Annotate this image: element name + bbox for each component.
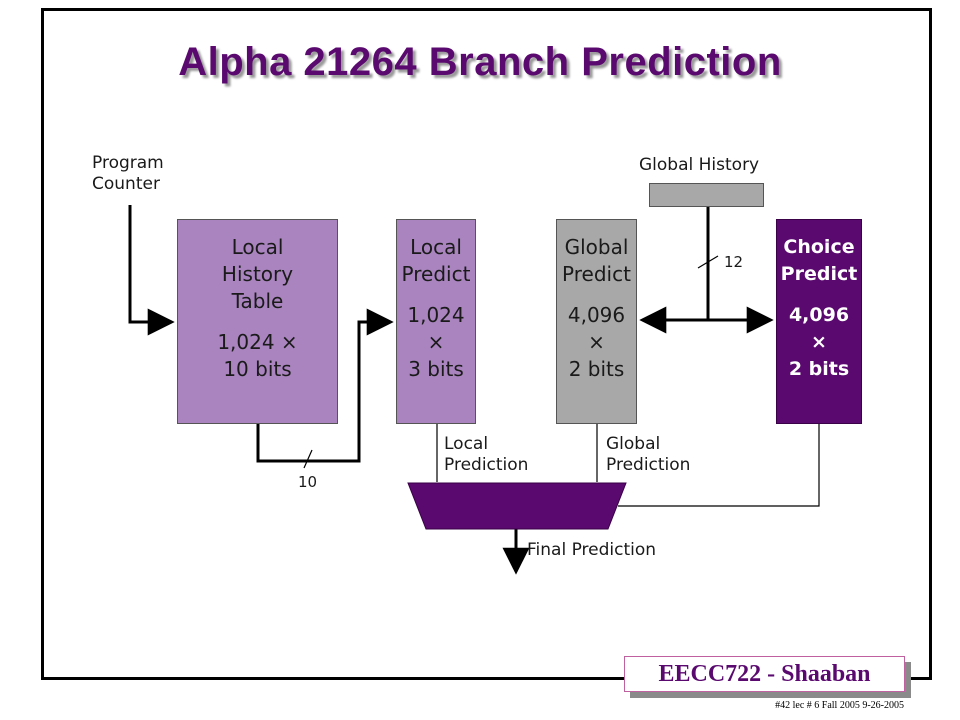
bus-slash-global [697, 255, 719, 269]
choice-predict-block: Choice Predict 4,096 × 2 bits [776, 219, 862, 424]
final-mux [407, 482, 627, 530]
global-history-label: Global History [639, 155, 760, 175]
lht-to-lp-wire [256, 308, 394, 463]
global-predict-block: Global Predict 4,096 × 2 bits [556, 219, 637, 424]
bus-width-global-label: 12 [724, 253, 744, 271]
local-prediction-label: Local Prediction [444, 434, 529, 475]
lecture-info: #42 lec # 6 Fall 2005 9-26-2005 [775, 700, 904, 711]
course-badge: EECC722 - Shaaban [624, 656, 911, 698]
local-history-table-block: Local History Table 1,024 × 10 bits [177, 219, 338, 424]
bus-slash-local [303, 449, 313, 469]
course-badge-text: EECC722 - Shaaban [624, 656, 905, 692]
choice-select-wire [618, 424, 820, 507]
final-prediction-label: Final Prediction [527, 540, 657, 560]
slide-title: Alpha 21264 Branch Prediction [178, 40, 782, 84]
global-prediction-label: Global Prediction [606, 434, 691, 475]
global-history-register [649, 183, 764, 207]
pc-wire [128, 205, 175, 336]
program-counter-label: Program Counter [92, 153, 164, 194]
bus-width-local-label: 10 [298, 473, 318, 491]
local-predict-block: Local Predict 1,024 × 3 bits [396, 219, 476, 424]
